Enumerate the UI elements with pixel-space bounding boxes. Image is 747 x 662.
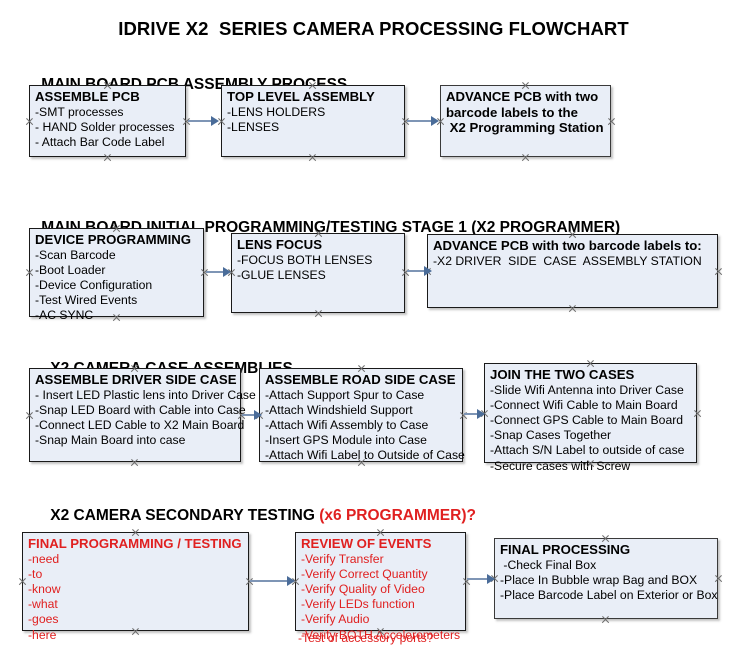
box-line: -Snap Main Board into case xyxy=(35,433,186,448)
box-line: -LENSES xyxy=(227,119,280,134)
box-title-line: X2 Programming Station xyxy=(446,120,604,135)
box-line: -Attach Support Spur to Case xyxy=(265,387,425,402)
box-assemble-road-side-case[interactable]: ASSEMBLE ROAD SIDE CASE -Attach Support … xyxy=(259,368,465,463)
box-line: -goes xyxy=(28,612,59,627)
box-line: -Verify LEDs function xyxy=(301,597,415,612)
box-review-of-events[interactable]: REVIEW OF EVENTS -Verify Transfer -Verif… xyxy=(295,532,466,642)
box-advance-pcb-station[interactable]: ADVANCE PCB with two barcode labels to t… xyxy=(440,85,611,157)
box-line: -to xyxy=(28,566,43,581)
box-line: -FOCUS BOTH LENSES xyxy=(237,252,373,267)
box-line: -Verify Transfer xyxy=(301,551,384,566)
box-line: -Attach S/N Label to outside of case xyxy=(490,443,685,458)
box-top-level-assembly[interactable]: TOP LEVEL ASSEMBLY -LENS HOLDERS -LENSES xyxy=(221,85,405,157)
box-line: -Connect GPS Cable to Main Board xyxy=(490,412,684,427)
box-line: -Scan Barcode xyxy=(35,247,116,262)
arrow-connector xyxy=(467,574,496,584)
box-line: -Snap LED Board with Cable into Case xyxy=(35,402,246,417)
arrow-connector xyxy=(407,116,440,126)
box-line: -X2 DRIVER SIDE CASE ASSEMBLY STATION xyxy=(433,253,702,268)
box-line: - Insert LED Plastic lens into Driver Ca… xyxy=(35,387,256,402)
box-title: ASSEMBLE ROAD SIDE CASE xyxy=(265,372,456,387)
box-title: LENS FOCUS xyxy=(237,237,322,252)
box-title: ASSEMBLE DRIVER SIDE CASE xyxy=(35,372,237,387)
box-line: -Slide Wifi Antenna into Driver Case xyxy=(490,382,684,397)
box-line: - Attach Bar Code Label xyxy=(35,134,165,149)
box-assemble-driver-side-case[interactable]: ASSEMBLE DRIVER SIDE CASE - Insert LED P… xyxy=(29,368,256,462)
box-line: -Verify BOTH Accelerometers xyxy=(301,627,461,642)
box-line: - HAND Solder processes xyxy=(35,119,175,134)
page-title: IDRIVE X2 SERIES CAMERA PROCESSING FLOWC… xyxy=(118,18,629,39)
section-heading-4-text: X2 CAMERA SECONDARY TESTING xyxy=(50,507,320,524)
box-title: ASSEMBLE PCB xyxy=(35,89,140,104)
box-device-programming[interactable]: DEVICE PROGRAMMING -Scan Barcode -Boot L… xyxy=(29,228,204,322)
box-line: -GLUE LENSES xyxy=(237,267,326,282)
box-title: TOP LEVEL ASSEMBLY xyxy=(227,89,375,104)
section-heading-4-accent: (x6 PROGRAMMER)? xyxy=(319,507,476,524)
box-title: DEVICE PROGRAMMING xyxy=(35,232,192,247)
box-line: -Device Configuration xyxy=(35,277,153,292)
box-line: -Place Barcode Label on Exterior or Box xyxy=(500,587,718,602)
arrow-connector xyxy=(188,116,220,126)
box-join-the-two-cases[interactable]: JOIN THE TWO CASES -Slide Wifi Antenna i… xyxy=(484,363,697,473)
box-line: -Connect LED Cable to X2 Main Board xyxy=(35,417,245,432)
box-line: -LENS HOLDERS xyxy=(227,104,326,119)
box-lens-focus[interactable]: LENS FOCUS -FOCUS BOTH LENSES -GLUE LENS… xyxy=(231,233,405,313)
box-title: JOIN THE TWO CASES xyxy=(490,367,635,382)
arrow-connector xyxy=(250,576,296,586)
box-line: -Attach Wifi Assembly to Case xyxy=(265,417,429,432)
box-line: -Connect Wifi Cable to Main Board xyxy=(490,397,678,412)
box-line: -Secure cases with Screw xyxy=(490,458,631,473)
box-final-programming-testing[interactable]: FINAL PROGRAMMING / TESTING -need -to -k… xyxy=(22,532,249,642)
box-line: -Verify Correct Quantity xyxy=(301,566,428,581)
box-line: -Verify Audio xyxy=(301,612,370,627)
box-line: -here xyxy=(28,627,57,642)
arrow-connector xyxy=(206,267,232,277)
box-title: FINAL PROCESSING xyxy=(500,542,631,557)
box-title: ADVANCE PCB with two barcode labels to: xyxy=(433,238,702,253)
box-final-processing[interactable]: FINAL PROCESSING -Check Final Box -Place… xyxy=(494,538,718,619)
box-title: ADVANCE PCB with two xyxy=(446,89,599,104)
box-line: -Attach Wifi Label to Outside of Case xyxy=(265,448,465,463)
box-title: FINAL PROGRAMMING / TESTING xyxy=(28,536,242,551)
box-line: -Snap Cases Together xyxy=(490,428,612,443)
box-line: -Check Final Box xyxy=(500,557,597,572)
box-title: REVIEW OF EVENTS xyxy=(301,536,432,551)
box-line: -need xyxy=(28,551,60,566)
box-assemble-pcb[interactable]: ASSEMBLE PCB -SMT processes - HAND Solde… xyxy=(29,85,186,157)
box-line: -Boot Loader xyxy=(35,262,106,277)
box-line: -Verify Quality of Video xyxy=(301,581,425,596)
box-line: -know xyxy=(28,581,61,596)
box-line: -Attach Windshield Support xyxy=(265,402,413,417)
box-title-line: barcode labels to the xyxy=(446,104,578,120)
box-advance-pcb-driver-side[interactable]: ADVANCE PCB with two barcode labels to: … xyxy=(427,234,718,308)
arrow-connector xyxy=(464,409,486,419)
box-line: -what xyxy=(28,597,58,612)
box-line: -AC SYNC xyxy=(35,308,94,323)
section-heading-4: X2 CAMERA SECONDARY TESTING (x6 PROGRAMM… xyxy=(33,489,476,543)
box-overflow-line: -Test of accessory ports? xyxy=(298,631,434,645)
box-line: -Test Wired Events xyxy=(35,293,138,308)
box-line: -SMT processes xyxy=(35,104,124,119)
box-line: -Place In Bubble wrap Bag and BOX xyxy=(500,572,698,587)
box-line: -Insert GPS Module into Case xyxy=(265,433,427,448)
